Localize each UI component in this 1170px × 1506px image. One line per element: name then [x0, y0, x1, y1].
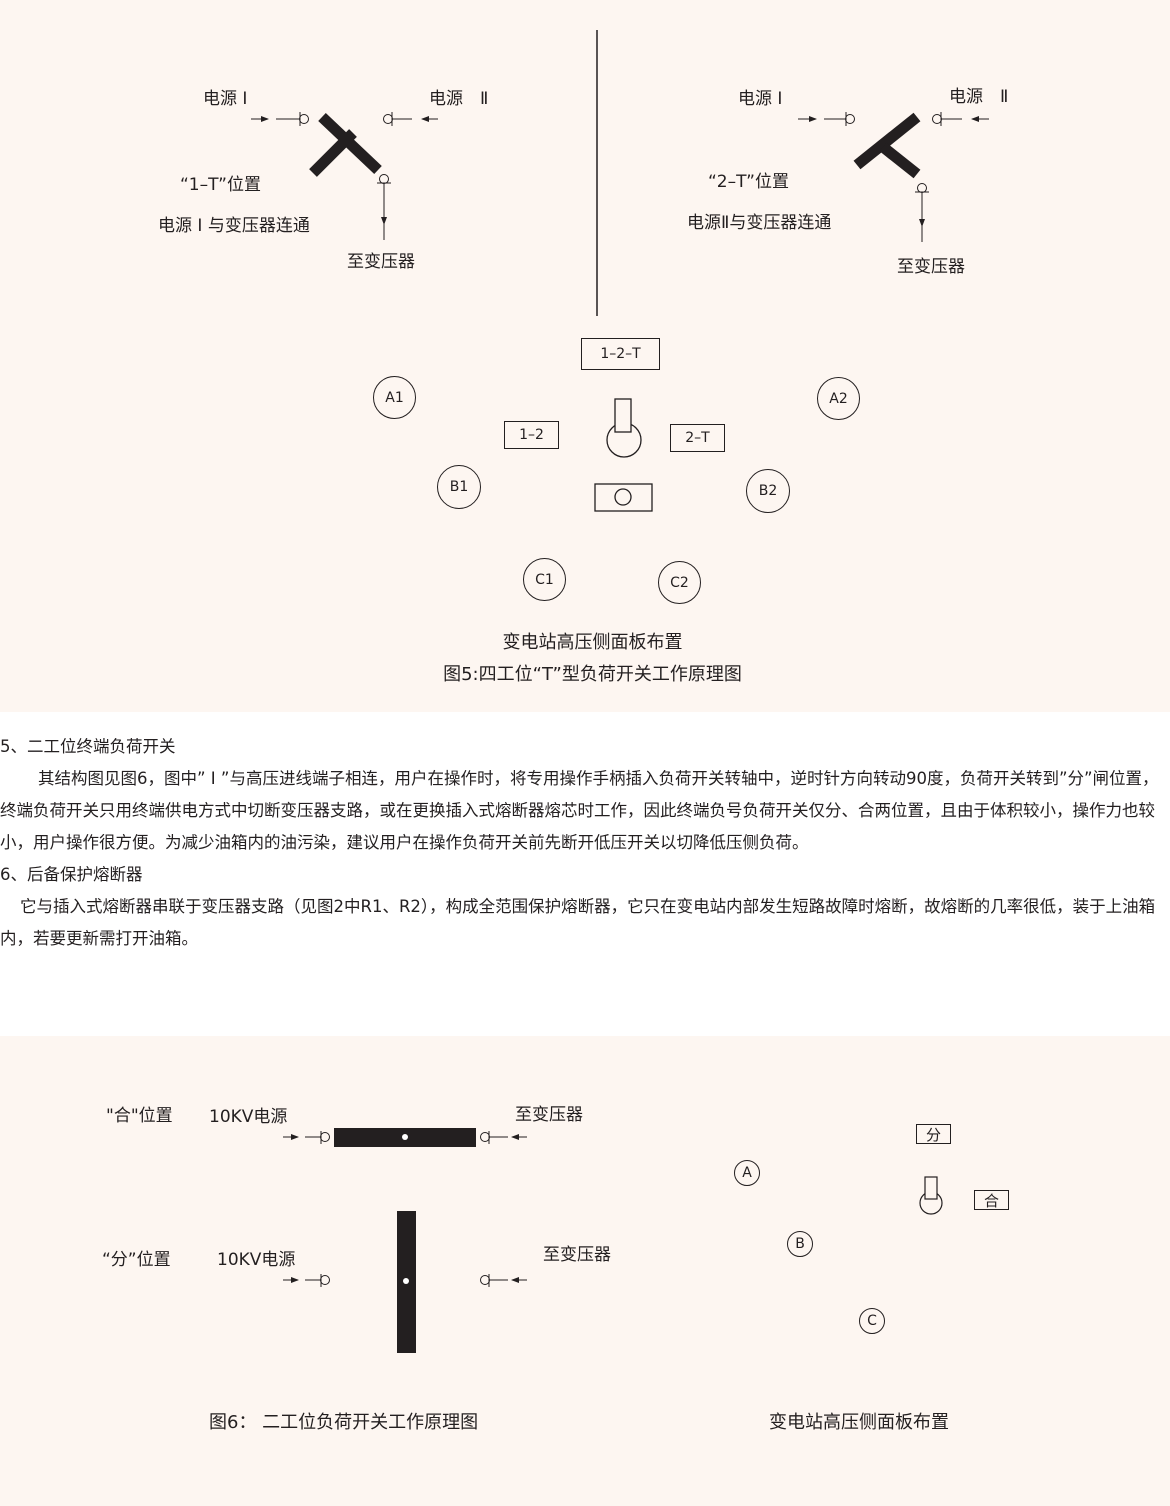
- terminal-c: C: [859, 1308, 885, 1334]
- closed-to-transformer-label: 至变压器: [515, 1105, 583, 1125]
- figure-6-caption: 图6： 二工位负荷开关工作原理图: [209, 1412, 479, 1433]
- section-6-paragraph: 它与插入式熔断器串联于变压器支路（见图2中R1、R2），构成全范围保护熔断器，它…: [0, 897, 1156, 948]
- figure-6-panel-caption: 变电站高压侧面板布置: [769, 1412, 949, 1433]
- figure-6-panel: "合"位置 10KV电源 至变压器 “分”位置 10KV电源 至变压器 分 合 …: [0, 1036, 1170, 1506]
- right-source-2-label: 电源 Ⅱ: [949, 87, 1009, 107]
- terminal-b: B: [787, 1231, 813, 1257]
- right-position-label: “2–T”位置: [708, 172, 789, 192]
- panel-handle-symbol-2: [919, 1176, 943, 1215]
- section-6-heading: 6、后备保护熔断器: [0, 865, 143, 884]
- position-box-fen: 分: [916, 1124, 951, 1144]
- right-connection-desc: 电源Ⅱ与变压器连通: [687, 213, 832, 233]
- figure-5-subcaption: 变电站高压侧面板布置: [502, 632, 683, 653]
- left-source-2-label: 电源 Ⅱ: [429, 89, 489, 109]
- figure-6-diagram: [283, 1128, 943, 1353]
- figure-5-diagram: [251, 30, 989, 512]
- terminal-c2: C2: [658, 561, 701, 604]
- right-source-1-label: 电源 Ⅰ: [738, 89, 783, 109]
- figure-5-panel: 电源 Ⅰ 电源 Ⅱ “1–T”位置 电源 Ⅰ 与变压器连通 至变压器 电源 Ⅰ …: [0, 0, 1170, 712]
- closed-switch-symbol: [283, 1128, 527, 1147]
- position-box-he: 合: [974, 1190, 1009, 1210]
- position-box-2-t: 2–T: [670, 424, 725, 452]
- terminal-a1: A1: [373, 376, 416, 419]
- closed-source-label: 10KV电源: [209, 1107, 288, 1127]
- left-connection-desc: 电源 Ⅰ 与变压器连通: [158, 216, 310, 236]
- open-switch-symbol: [283, 1211, 527, 1353]
- position-box-1-2: 1–2: [504, 421, 559, 449]
- position-box-1-2-t: 1–2–T: [581, 338, 660, 370]
- terminal-a: A: [734, 1160, 760, 1186]
- closed-position-label: "合"位置: [106, 1106, 173, 1126]
- article-text: 5、二工位终端负荷开关 其结构图见图6，图中” Ⅰ ”与高压进线端子相连，用户在…: [0, 731, 1170, 955]
- terminal-b1: B1: [437, 465, 481, 509]
- left-source-1-label: 电源 Ⅰ: [203, 89, 248, 109]
- terminal-b2: B2: [746, 469, 790, 513]
- terminal-c1: C1: [523, 558, 566, 601]
- left-t-switch-symbol: [251, 112, 438, 240]
- terminal-a2: A2: [817, 377, 860, 420]
- left-to-transformer-label: 至变压器: [347, 252, 415, 272]
- open-to-transformer-label: 至变压器: [543, 1245, 611, 1265]
- figure-5-caption: 图5:四工位“T”型负荷开关工作原理图: [443, 664, 742, 685]
- open-source-label: 10KV电源: [217, 1250, 296, 1270]
- left-position-label: “1–T”位置: [180, 175, 261, 195]
- right-to-transformer-label: 至变压器: [897, 257, 965, 277]
- section-5-heading: 5、二工位终端负荷开关: [0, 737, 176, 756]
- panel-handle-symbol: [594, 398, 653, 512]
- open-position-label: “分”位置: [102, 1250, 171, 1270]
- section-5-paragraph: 其结构图见图6，图中” Ⅰ ”与高压进线端子相连，用户在操作时，将专用操作手柄插…: [0, 769, 1159, 852]
- right-t-switch-symbol: [798, 112, 989, 242]
